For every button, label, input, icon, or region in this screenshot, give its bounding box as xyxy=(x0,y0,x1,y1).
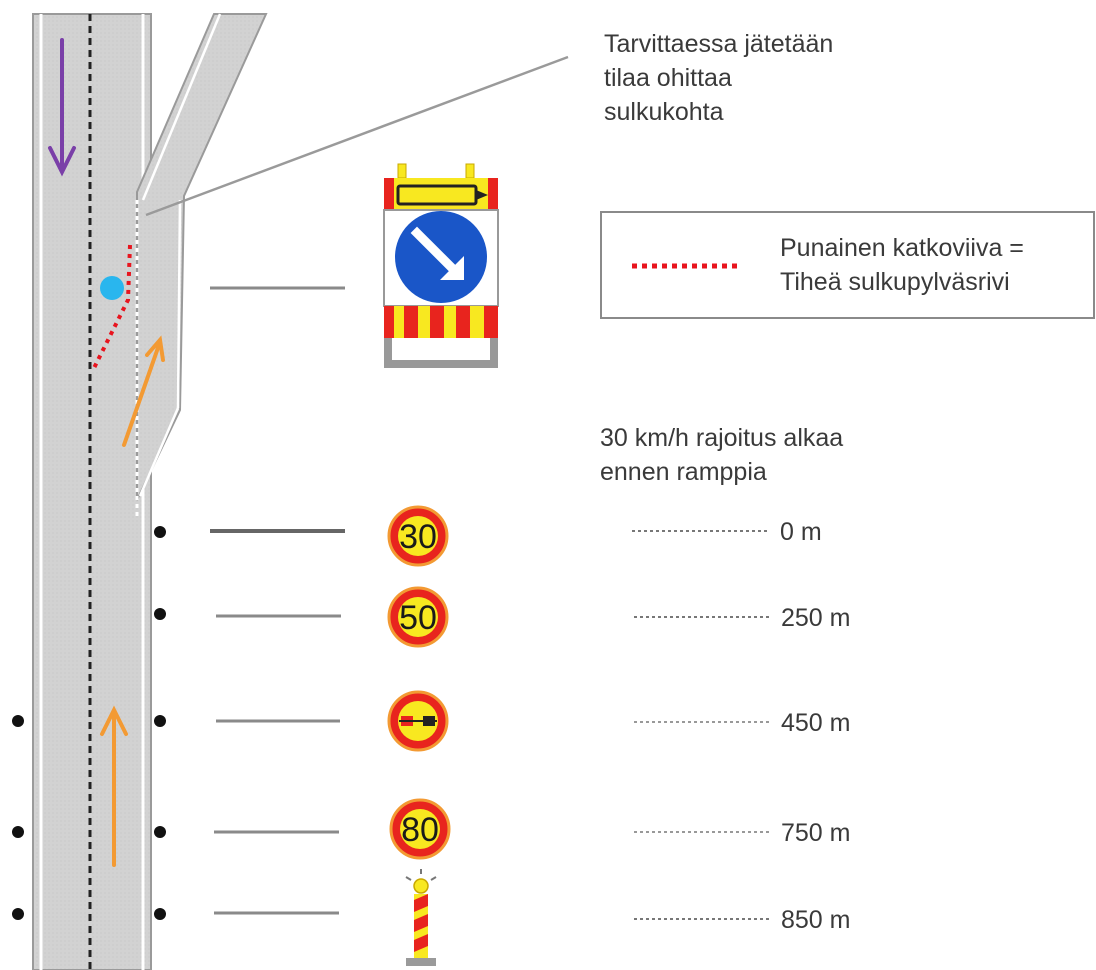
callout-text-line1: Tarvittaessa jätetään xyxy=(604,30,833,58)
speed-limit-sign-80: 80 xyxy=(389,798,451,860)
roadside-post-dots xyxy=(12,526,166,920)
speed-note-line1: 30 km/h rajoitus alkaa xyxy=(600,424,843,452)
callout-text-line2: tilaa ohittaa xyxy=(604,64,732,92)
legend-box: Punainen katkoviiva = Tiheä sulkupylväsr… xyxy=(600,211,1095,319)
arrow-down-right-icon xyxy=(410,226,462,278)
speed-note-line2: ennen ramppia xyxy=(600,458,767,486)
legend-text-line1: Punainen katkoviiva = xyxy=(780,234,1024,262)
sign-value: 50 xyxy=(399,599,437,637)
distance-markers: 0 m 250 m 450 m 750 m 850 m xyxy=(632,518,850,934)
distance-label: 850 m xyxy=(781,906,850,934)
keep-right-barrier-sign xyxy=(383,163,499,368)
speed-limit-sign-30: 30 xyxy=(387,505,449,567)
sign-value: 30 xyxy=(399,518,437,556)
sign-leader-lines xyxy=(210,286,345,915)
arrow-up-ramp-icon xyxy=(122,335,165,447)
warning-post-icon xyxy=(405,869,437,966)
no-overtaking-sign xyxy=(387,690,449,752)
callout-leader-line xyxy=(145,55,569,217)
legend-text-line2: Tiheä sulkupylväsrivi xyxy=(780,268,1010,296)
distance-label: 450 m xyxy=(781,709,850,737)
closure-line-red xyxy=(92,244,132,369)
speed-limit-sign-50: 50 xyxy=(387,586,449,648)
arrow-down-icon xyxy=(48,38,76,177)
distance-label: 250 m xyxy=(781,604,850,632)
ramp xyxy=(136,13,268,501)
callout-text-line3: sulkukohta xyxy=(604,98,724,126)
distance-label: 750 m xyxy=(781,819,850,847)
sign-value: 80 xyxy=(401,811,439,849)
work-zone-marker xyxy=(100,276,124,300)
arrow-up-icon xyxy=(100,705,128,867)
main-road xyxy=(32,13,152,970)
road-layout xyxy=(32,13,268,970)
distance-label: 0 m xyxy=(780,518,822,546)
ramp-edge-line xyxy=(141,13,222,201)
